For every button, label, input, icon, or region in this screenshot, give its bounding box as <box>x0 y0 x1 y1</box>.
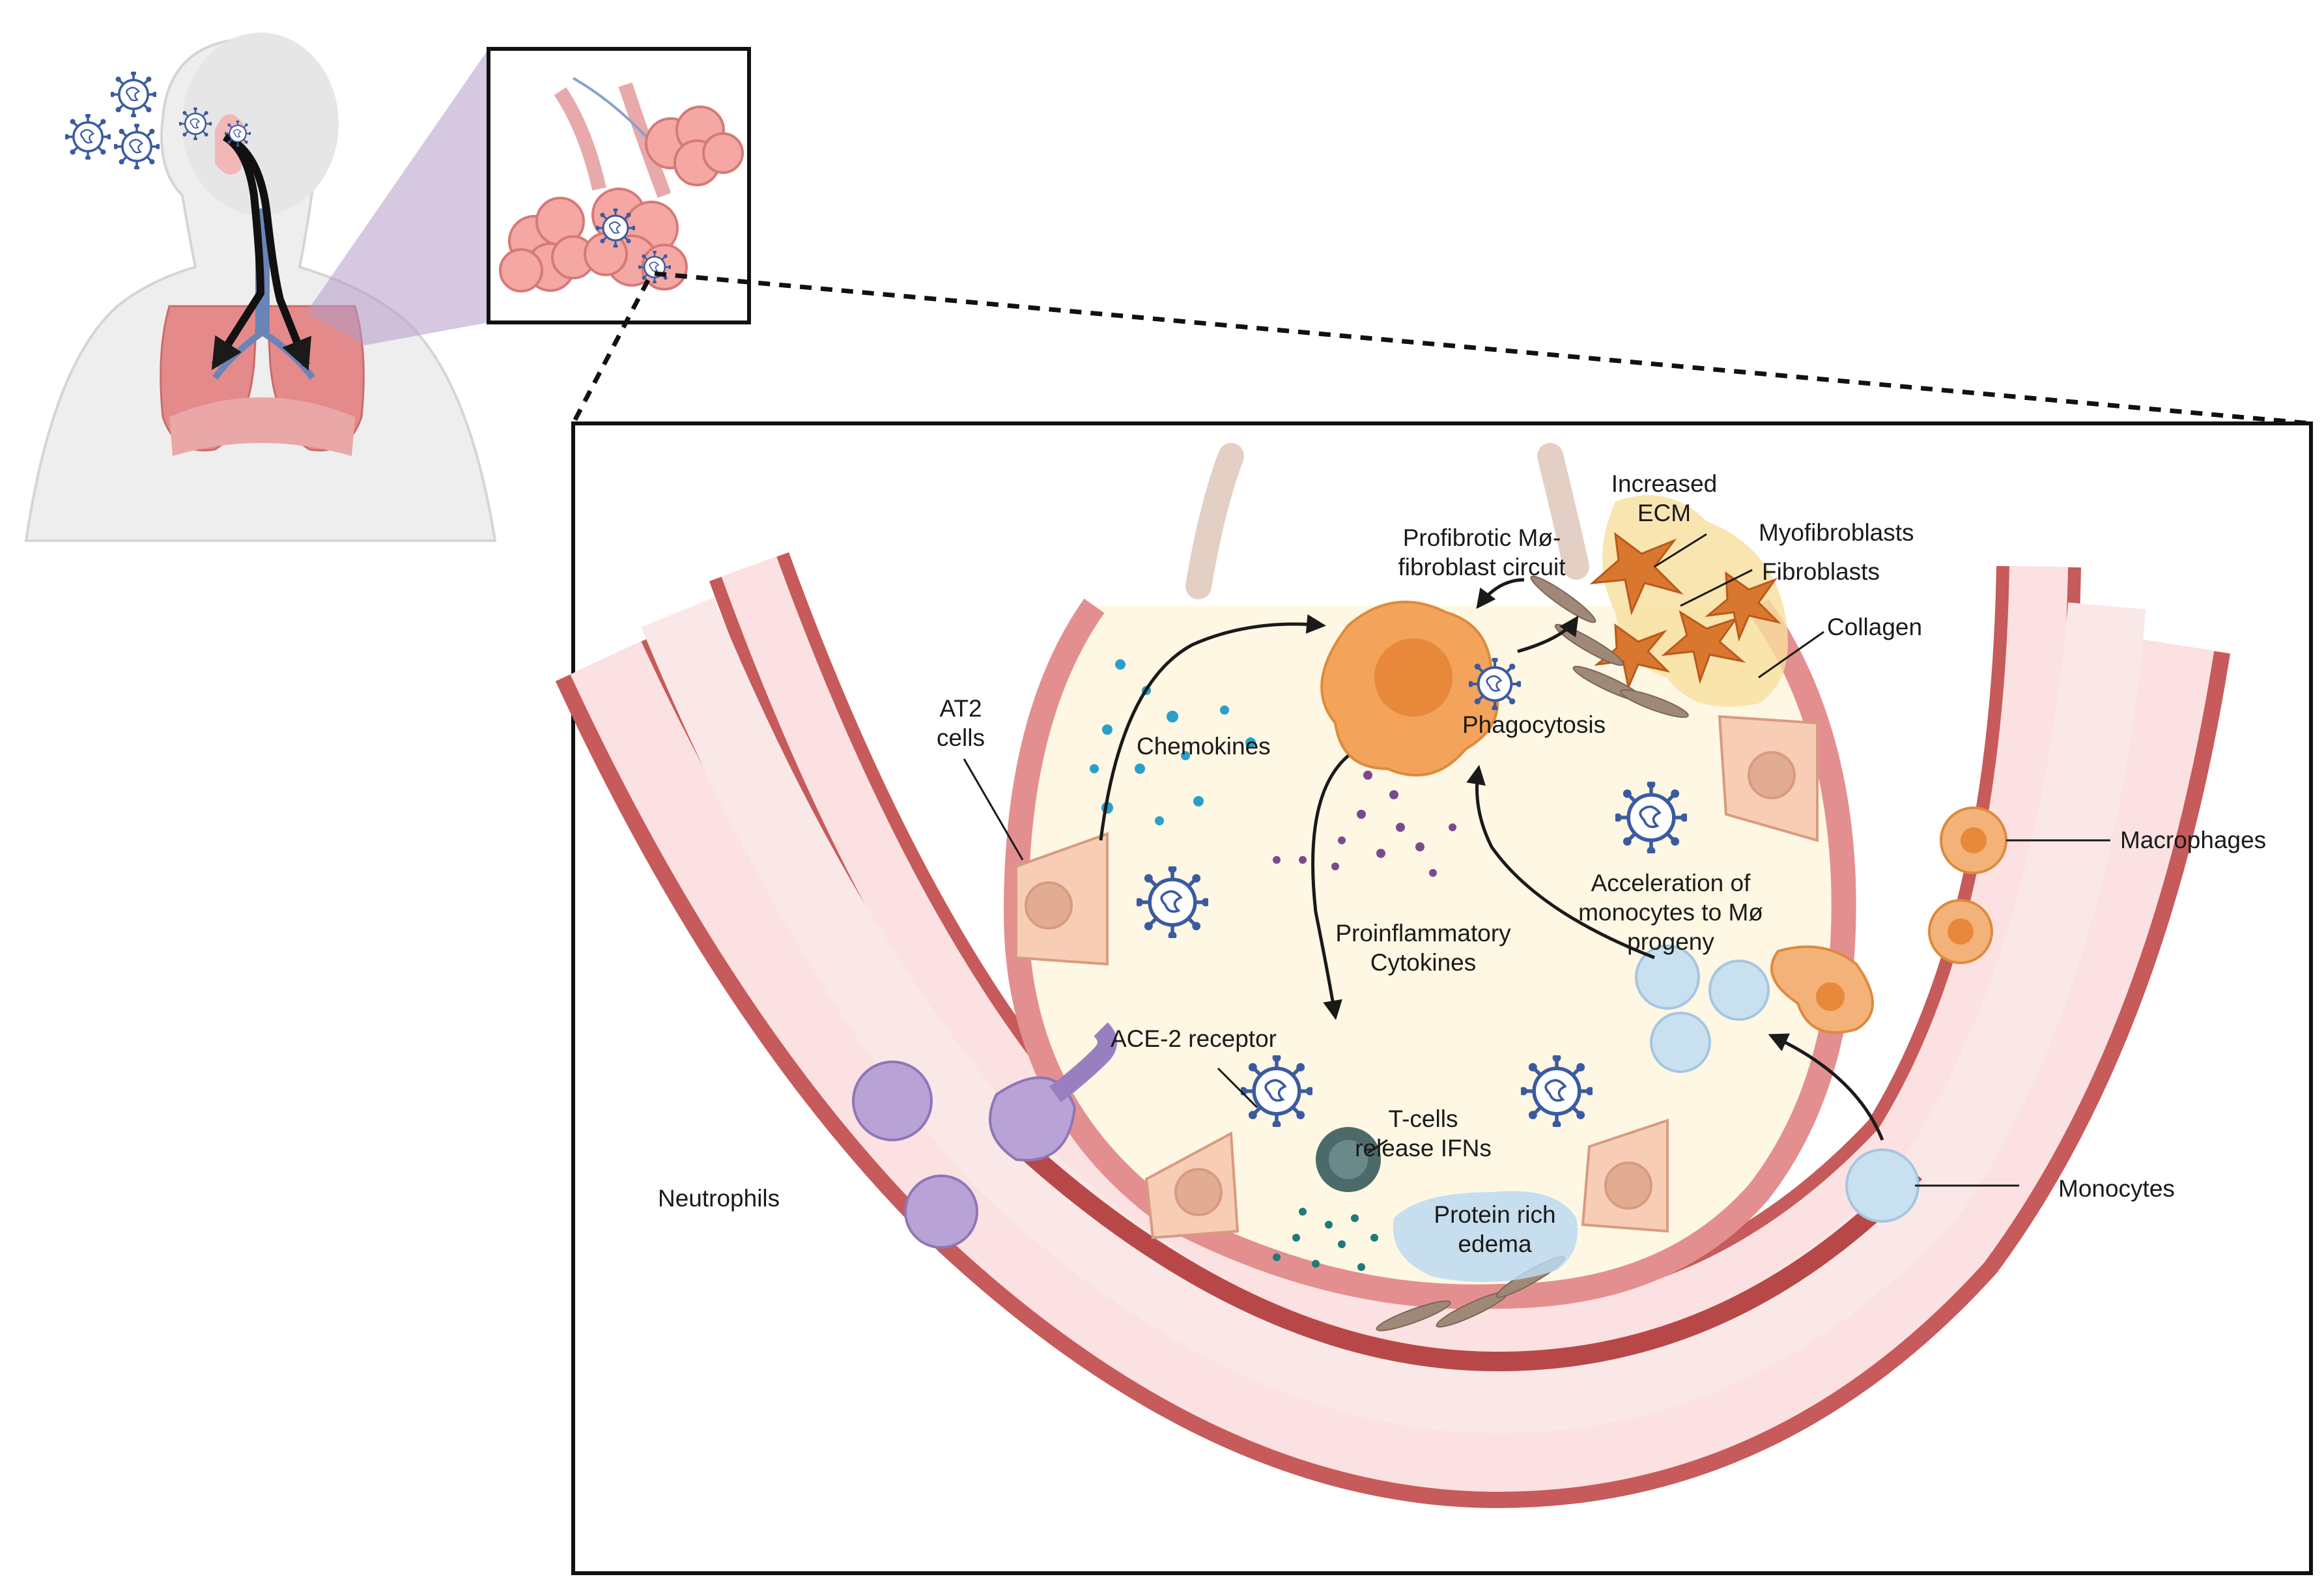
dashed-connector-right <box>654 271 2312 426</box>
chemokines-label: Chemokines <box>1137 733 1271 760</box>
increased-ecm-label-line1: Increased <box>1611 470 1718 497</box>
arrow-macrophage-to-cytokines <box>1311 754 1350 1020</box>
fibroblasts-label: Fibroblasts <box>1762 558 1880 585</box>
proinflammatory-label-line1: Proinflammatory <box>1335 920 1511 947</box>
dashed-connector-left <box>571 279 651 425</box>
protein-edema-label-line1: Protein rich <box>1434 1201 1555 1228</box>
neutrophil-icon <box>852 1022 1117 1249</box>
myofibroblasts-label: Myofibroblasts <box>1759 519 1914 546</box>
acceleration-label-line3: progeny <box>1627 928 1714 955</box>
macrophage-icon <box>1320 601 1499 777</box>
fibroblast-icon <box>1589 532 1781 691</box>
at2-cell-icon <box>1015 715 1819 1240</box>
virus-icon <box>1519 1053 1594 1129</box>
arrow-circuit-upper <box>1476 578 1525 609</box>
chemokine-dots <box>1090 659 1256 825</box>
neutrophils-label: Neutrophils <box>658 1185 780 1212</box>
profibrotic-label-line1: Profibrotic Mø- <box>1403 524 1561 551</box>
labels: Increased ECM Profibrotic Mø- fibroblast… <box>658 470 2266 1257</box>
arrow-monocytes-to-macrophage <box>1466 765 1655 960</box>
tcells-label-line2: release IFNs <box>1355 1135 1492 1161</box>
protein-edema-label-line2: edema <box>1458 1231 1532 1257</box>
alveoli-icon <box>499 106 744 292</box>
collagen-label: Collagen <box>1827 614 1922 640</box>
increased-ecm-label-line2: ECM <box>1637 500 1691 526</box>
tcells-label-line1: T-cells <box>1389 1105 1458 1132</box>
arrow-vessel-to-monocytes <box>1768 1033 1884 1141</box>
blood-vessel <box>555 552 2230 1509</box>
virus-icon <box>1135 864 1210 940</box>
virus-icon <box>1613 780 1689 855</box>
zoom-wedge <box>306 49 489 345</box>
at2-cells-label-line1: AT2 <box>939 695 982 722</box>
virus-icon <box>114 124 160 169</box>
edema-region <box>1393 1191 1578 1282</box>
at2-cells-label-line2: cells <box>937 724 985 751</box>
ifn-dots <box>1273 1208 1378 1271</box>
human-body-icon <box>24 33 497 542</box>
ace2-receptor-label: ACE-2 receptor <box>1111 1025 1277 1052</box>
virus-icon <box>65 114 111 160</box>
arrow-circuit-lower <box>1517 616 1579 653</box>
virus-icon <box>111 72 156 117</box>
virus-icon <box>1239 1053 1314 1129</box>
virus-icon <box>1469 658 1521 710</box>
virus-icon <box>638 251 671 283</box>
acceleration-label-line1: Acceleration of <box>1591 870 1751 896</box>
virus-icon <box>225 121 251 147</box>
arrow-chemokines-to-macrophage <box>1099 614 1326 841</box>
t-cell-icon <box>1316 1127 1381 1192</box>
virus-icon <box>596 208 635 248</box>
flow-arrows <box>1099 578 1884 1141</box>
monocyte-icon <box>1635 945 1920 1223</box>
alveoli-inset <box>487 47 751 324</box>
monocytes-label: Monocytes <box>2058 1175 2175 1202</box>
virus-icon <box>179 107 212 140</box>
leader-lines <box>963 533 2110 1187</box>
cytokine-dots <box>1273 771 1456 877</box>
macrophages-label: Macrophages <box>2120 827 2266 853</box>
profibrotic-label-line2: fibroblast circuit <box>1398 554 1566 580</box>
proinflammatory-label-line2: Cytokines <box>1370 949 1476 976</box>
phagocytosis-label: Phagocytosis <box>1462 711 1606 738</box>
acceleration-label-line2: monocytes to Mø <box>1578 899 1763 926</box>
